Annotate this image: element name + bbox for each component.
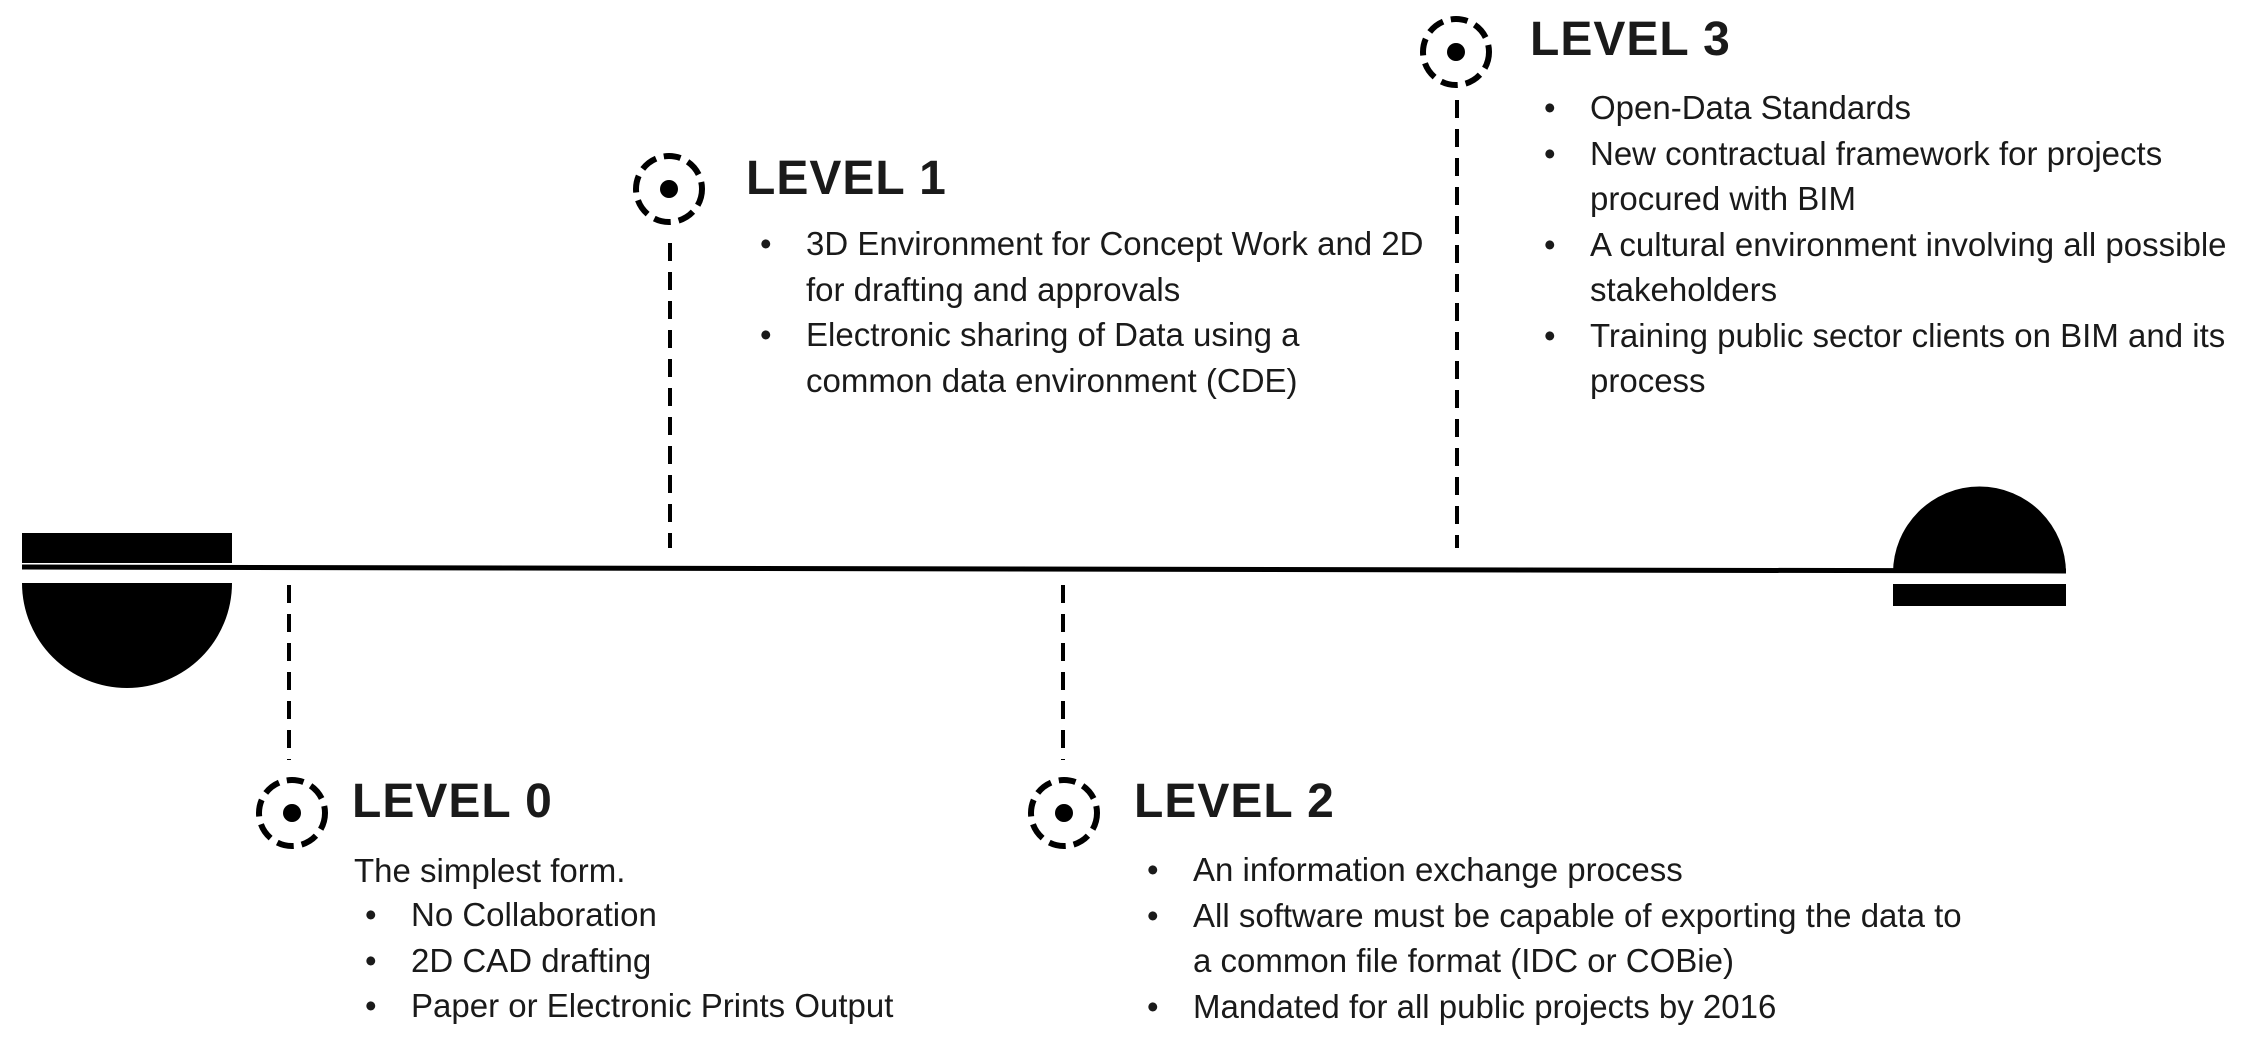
level-3-bullet: Open-Data Standards [1544,85,2256,131]
level-2-title: LEVEL 2 [1134,775,1335,828]
level-2-bullet: Mandated for all public projects by 2016 [1147,984,1983,1030]
timeline-end-half-circle [1893,486,2066,573]
level-3-bullets: Open-Data Standards New contractual fram… [1534,85,2256,404]
level-3-target-icon [1420,16,1492,88]
level-0-bullet: No Collaboration [365,892,1031,938]
level-1-bullet: 3D Environment for Concept Work and 2D f… [760,221,1426,312]
level-1-bullet: Electronic sharing of Data using a commo… [760,312,1426,403]
level-3-bullet: New contractual framework for projects p… [1544,131,2256,222]
level-0-title: LEVEL 0 [352,775,553,828]
level-1-target-icon [633,153,705,225]
level-1-title: LEVEL 1 [746,152,947,205]
timeline-start-bar [22,533,232,563]
level-3-title: LEVEL 3 [1530,13,1731,66]
level-2-bullet: An information exchange process [1147,847,1983,893]
level-0-bullets: No Collaboration 2D CAD drafting Paper o… [355,892,1031,1029]
level-2-bullet: All software must be capable of exportin… [1147,893,1983,984]
level-0-intro: The simplest form. [354,852,626,889]
level-0-bullet: Paper or Electronic Prints Output [365,983,1031,1029]
level-0-bullet: 2D CAD drafting [365,938,1031,984]
level-3-bullet: Training public sector clients on BIM an… [1544,313,2256,404]
level-2-bullets: An information exchange process All soft… [1137,847,1983,1029]
level-2-target-icon [1028,777,1100,849]
level-1-bullets: 3D Environment for Concept Work and 2D f… [750,221,1426,403]
timeline-end-bar [1893,584,2066,606]
timeline-start-half-circle [22,583,232,688]
level-3-bullet: A cultural environment involving all pos… [1544,222,2256,313]
level-0-target-icon [256,777,328,849]
timeline-axis [21,564,2067,574]
